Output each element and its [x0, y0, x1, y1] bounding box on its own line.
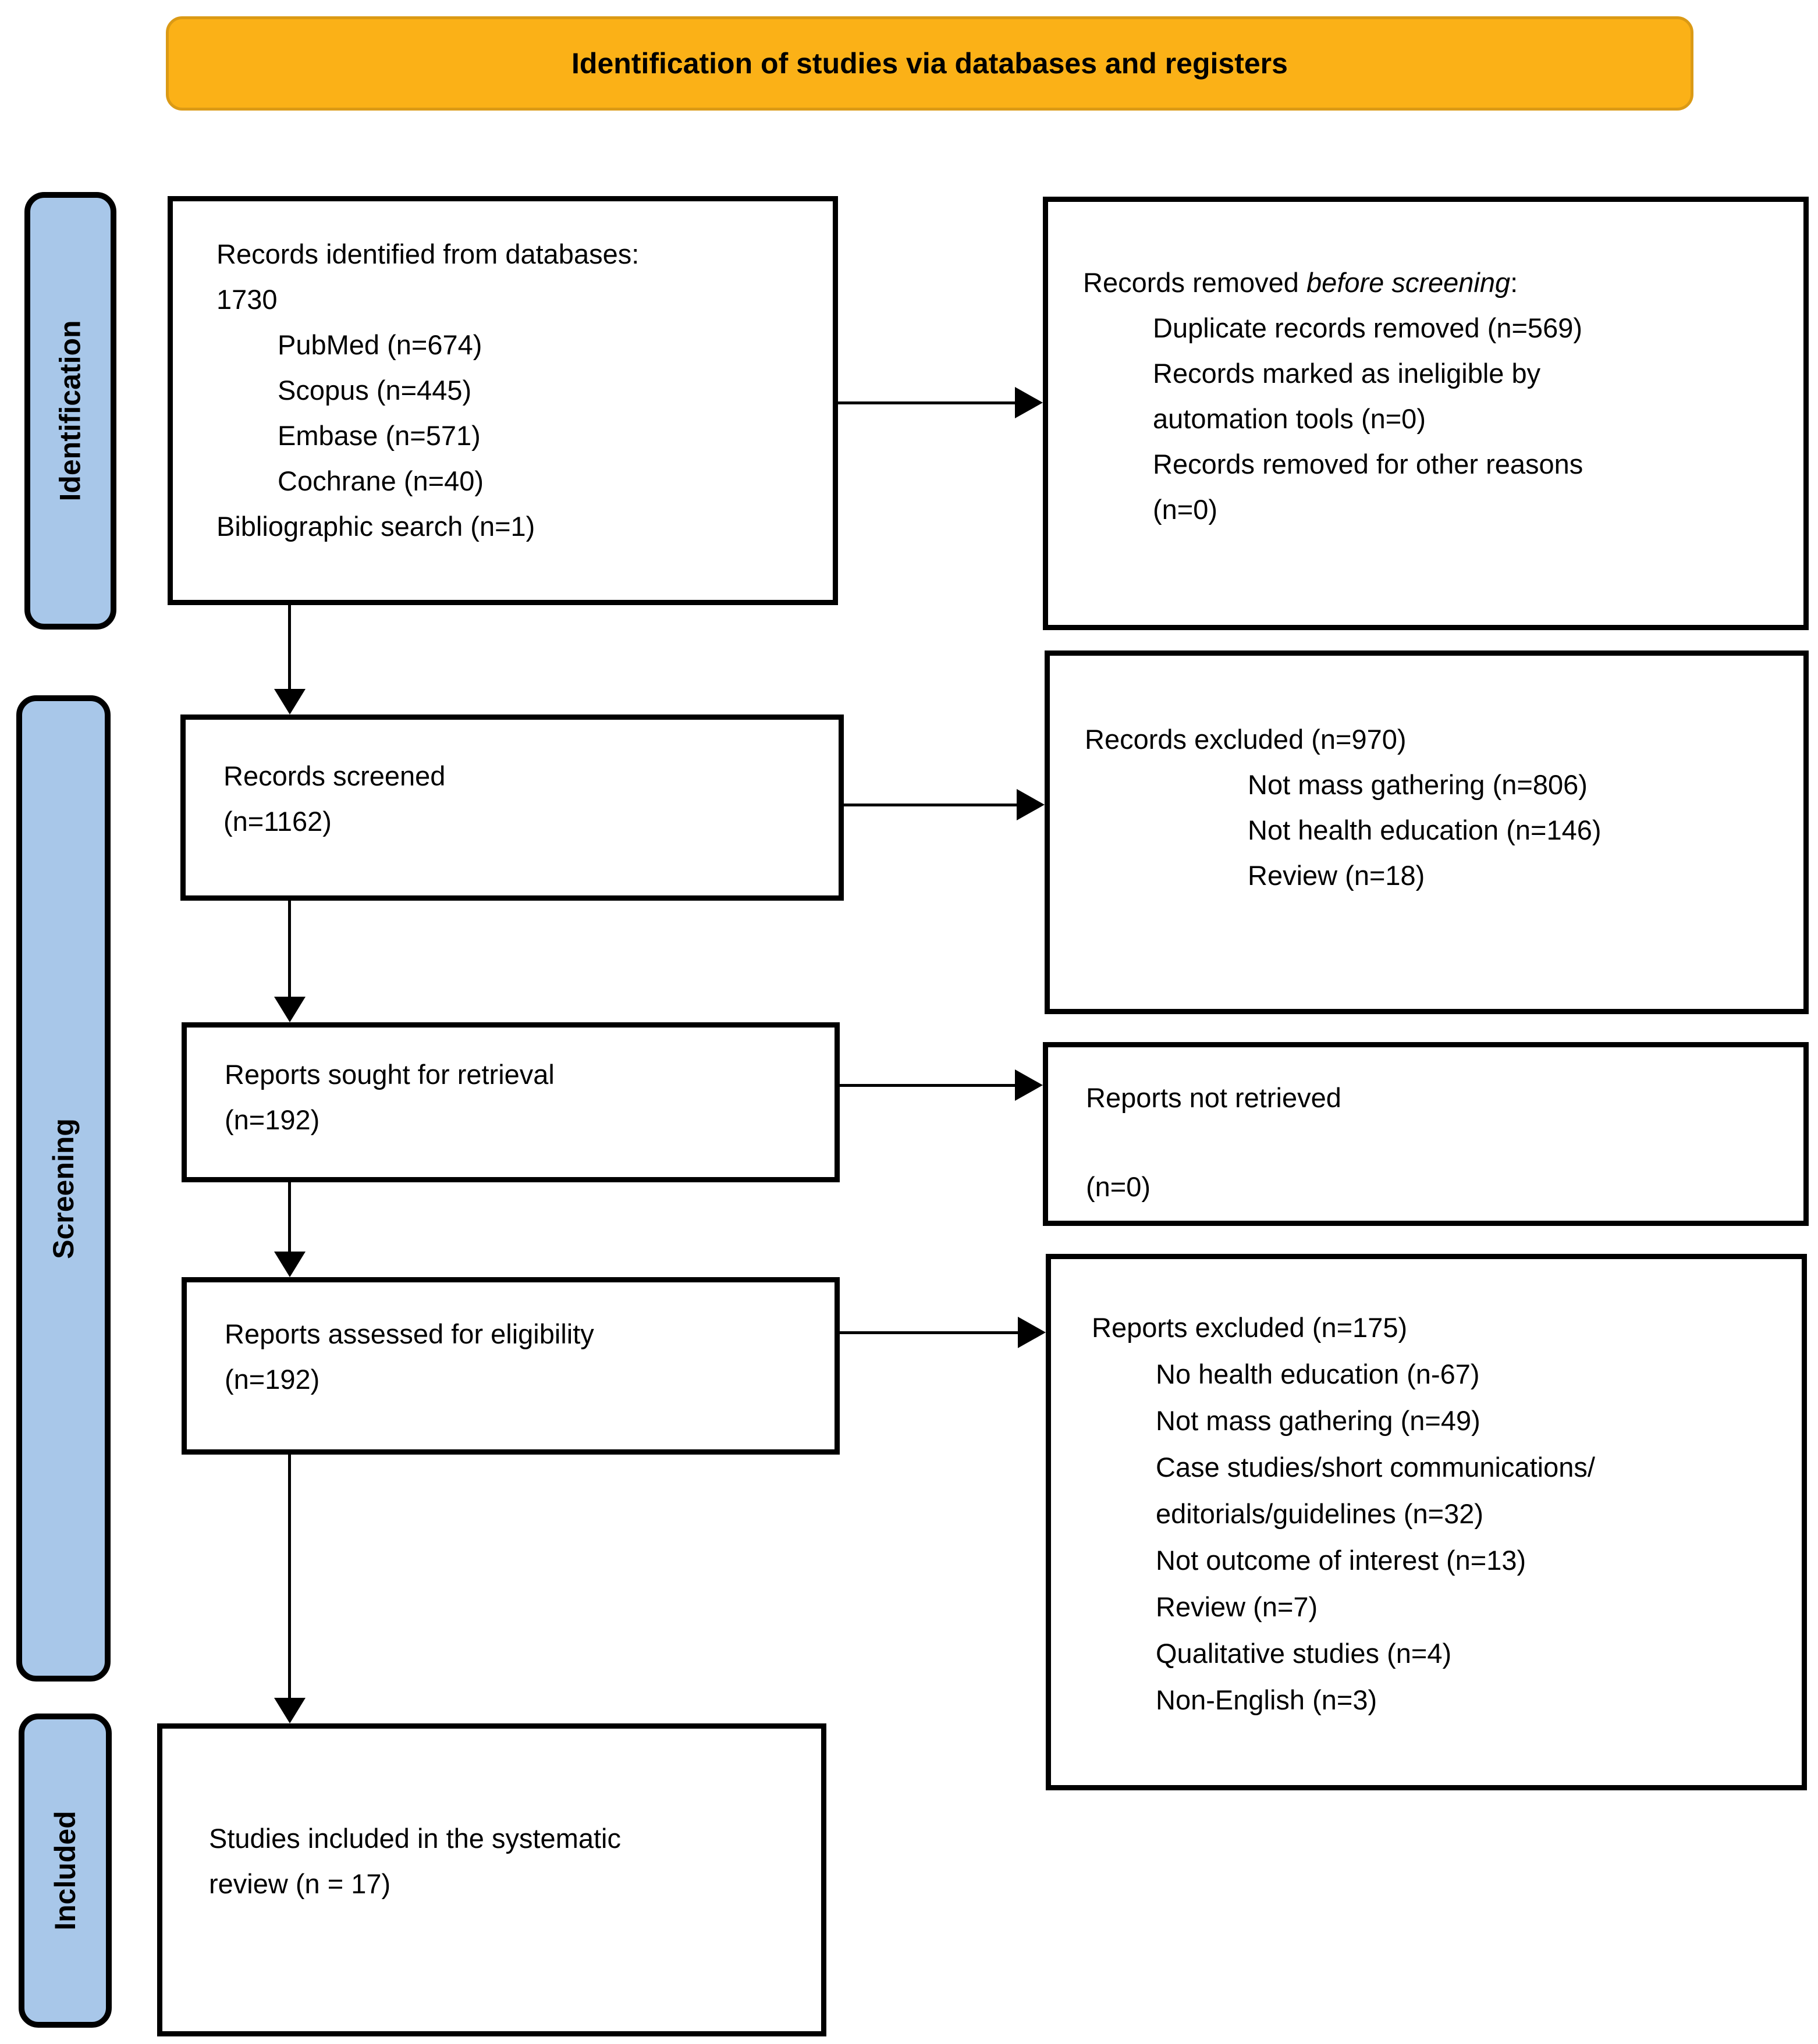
- banner-title: Identification of studies via databases …: [571, 47, 1288, 80]
- arrowhead-down-icon: [274, 689, 306, 714]
- text-line: Qualitative studies (n=4): [1156, 1638, 1452, 1669]
- text-line: review (n = 17): [209, 1868, 391, 1899]
- stage-label-identification: Identification: [54, 320, 87, 502]
- box-records-excluded: Records excluded (n=970) Not mass gather…: [1045, 650, 1809, 1014]
- text-line: Case studies/short communications/: [1156, 1452, 1595, 1483]
- arrowhead-right-icon: [1018, 1317, 1046, 1348]
- text-line: Reports assessed for eligibility: [225, 1318, 594, 1349]
- box-records-removed-before-screening: Records removed before screening: Duplic…: [1043, 197, 1809, 630]
- text-line: Review (n=18): [1248, 860, 1425, 891]
- text-line: Studies included in the systematic: [209, 1823, 621, 1854]
- arrow-screened-to-excluded: [844, 804, 1018, 806]
- text-line: Scopus (n=445): [278, 375, 472, 406]
- text-line: Duplicate records removed (n=569): [1153, 312, 1583, 343]
- text-line: Reports sought for retrieval: [225, 1059, 555, 1090]
- text-line: Not health education (n=146): [1248, 815, 1602, 845]
- text-line: 1730: [216, 284, 278, 315]
- text-line: (n=1162): [223, 806, 332, 837]
- box-records-identified: Records identified from databases: 1730 …: [168, 196, 838, 605]
- text-line: editorials/guidelines (n=32): [1156, 1498, 1484, 1529]
- text-line: Non-English (n=3): [1156, 1684, 1377, 1715]
- arrow-identified-to-screened: [288, 605, 291, 691]
- text-line: Reports not retrieved: [1086, 1082, 1341, 1113]
- box-reports-assessed: Reports assessed for eligibility (n=192): [182, 1277, 840, 1455]
- arrowhead-right-icon: [1017, 789, 1045, 820]
- arrowhead-right-icon: [1015, 1069, 1043, 1101]
- text-line: Embase (n=571): [278, 420, 481, 451]
- arrow-sought-to-assessed: [288, 1182, 291, 1252]
- stage-bar-included: Included: [19, 1714, 112, 2028]
- text-line: PubMed (n=674): [278, 329, 482, 360]
- stage-bar-identification: Identification: [24, 192, 116, 630]
- arrow-sought-to-not-retrieved: [840, 1084, 1015, 1087]
- arrowhead-down-icon: [274, 1252, 306, 1277]
- banner-identification-of-studies: Identification of studies via databases …: [166, 16, 1693, 111]
- text-line: Records identified from databases:: [216, 239, 640, 269]
- box-records-screened: Records screened (n=1162): [180, 714, 844, 901]
- text-line: Bibliographic search (n=1): [216, 511, 535, 542]
- arrowhead-down-icon: [274, 997, 306, 1022]
- arrow-assessed-to-excluded-reports: [840, 1331, 1018, 1334]
- text-line: Records removed for other reasons: [1153, 449, 1583, 479]
- text-line: (n=0): [1153, 494, 1218, 525]
- stage-label-screening: Screening: [47, 1118, 80, 1259]
- arrowhead-right-icon: [1015, 387, 1043, 418]
- text-line: Records excluded (n=970): [1085, 724, 1407, 755]
- text-line: Records screened: [223, 760, 446, 791]
- text-line: Records marked as ineligible by: [1153, 358, 1541, 389]
- text-line: (n=0): [1086, 1171, 1151, 1202]
- box-reports-not-retrieved: Reports not retrieved (n=0): [1043, 1042, 1809, 1226]
- box-reports-sought: Reports sought for retrieval (n=192): [182, 1022, 840, 1182]
- text-line: automation tools (n=0): [1153, 403, 1426, 434]
- text-line: Records removed before screening:: [1083, 267, 1518, 298]
- text-line: Not mass gathering (n=49): [1156, 1405, 1480, 1436]
- arrow-identified-to-removed: [837, 401, 1017, 404]
- arrow-screened-to-sought: [288, 901, 291, 997]
- text-line: Cochrane (n=40): [278, 465, 484, 496]
- stage-bar-screening: Screening: [16, 695, 111, 1682]
- box-reports-excluded: Reports excluded (n=175) No health educa…: [1046, 1254, 1807, 1790]
- spacer: [1086, 1121, 1792, 1164]
- text-line: Not mass gathering (n=806): [1248, 769, 1588, 800]
- text-line: No health education (n-67): [1156, 1359, 1480, 1389]
- text-line: Reports excluded (n=175): [1092, 1312, 1408, 1343]
- arrow-assessed-to-included: [288, 1455, 291, 1698]
- text-line: (n=192): [225, 1364, 320, 1395]
- box-studies-included: Studies included in the systematic revie…: [157, 1723, 826, 2036]
- text-line: Not outcome of interest (n=13): [1156, 1545, 1526, 1576]
- stage-label-included: Included: [49, 1811, 82, 1931]
- arrowhead-down-icon: [274, 1698, 306, 1723]
- text-line: Review (n=7): [1156, 1591, 1318, 1622]
- text-line: (n=192): [225, 1104, 320, 1135]
